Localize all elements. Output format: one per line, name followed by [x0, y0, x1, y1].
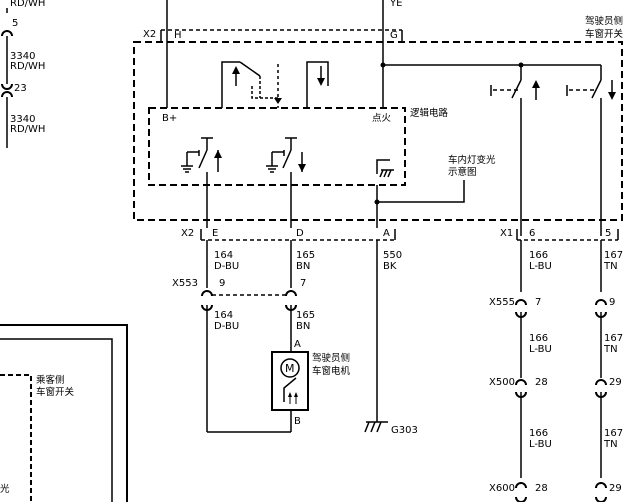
window-motor-box — [271, 351, 309, 411]
x553-pin-e: 9 — [219, 278, 225, 289]
pin-d: D — [296, 228, 304, 239]
connector-x555: X555 — [489, 297, 515, 308]
top-connector-x2: X2 — [143, 29, 156, 40]
top-wire-color-ye: YE — [389, 0, 402, 9]
bottom-connector-x1: X1 — [500, 228, 513, 239]
passenger-window-switch: 乘客侧 车窗开关 光 — [0, 324, 128, 502]
passenger-switch-label-line2: 车窗开关 — [36, 386, 75, 398]
motor-label-line1: 驾驶员侧 — [312, 352, 350, 364]
motor-pin-a: A — [294, 339, 301, 350]
wire-167b-number: 167 — [604, 333, 623, 344]
left-pin-b: 23 — [14, 83, 27, 94]
bottom-connector-x2: X2 — [181, 228, 194, 239]
logic-circuit-label: 逻辑电路 — [410, 107, 449, 119]
passenger-partial-text: 光 — [0, 483, 10, 495]
x500-pin-right: 29 — [609, 377, 622, 388]
driver-switch-title-line1: 驾驶员侧 — [585, 15, 623, 27]
driver-switch-title-line2: 车窗开关 — [585, 28, 624, 40]
wire-166-number: 166 — [529, 250, 548, 261]
left-top-wire-color: RD/WH — [10, 0, 45, 9]
left-wire-group: RD/WH 5 3340 RD/WH 23 3340 RD/WH — [1, 0, 45, 148]
wire-164-color: D-BU — [214, 261, 239, 272]
ground-g303: G303 — [391, 425, 418, 436]
wire-167-color: TN — [603, 261, 618, 272]
bottom-connectors: X2 E D A X1 6 5 — [181, 228, 619, 241]
wire-167b-color: TN — [603, 344, 618, 355]
right-wires: 166 L-BU 167 TN X555 7 9 166 L-BU 167 TN… — [489, 240, 623, 502]
x500-pin-left: 28 — [535, 377, 548, 388]
x600-pin-right: 29 — [609, 483, 622, 494]
x553-pin-d: 7 — [300, 278, 306, 289]
wire-165-color: BN — [296, 261, 310, 272]
motor-label-line2: 车窗电机 — [312, 365, 351, 377]
dome-lamp-label-line2: 示意图 — [448, 166, 477, 178]
wire-164-number: 164 — [214, 250, 233, 261]
passenger-switch-label-line1: 乘客侧 — [36, 374, 65, 386]
pin-g: G — [390, 30, 398, 41]
left-wire-b-number: 3340 — [10, 114, 35, 125]
dome-lamp-label-line1: 车内灯变光 — [448, 154, 496, 166]
wire-166c-number: 166 — [529, 428, 548, 439]
left-wire-a-color: RD/WH — [10, 61, 45, 72]
left-wire-b-color: RD/WH — [10, 124, 45, 135]
bplus-label: B+ — [162, 113, 177, 124]
pin-h: H — [174, 30, 182, 41]
wire-164b-number: 164 — [214, 310, 233, 321]
connector-x553: X553 — [172, 278, 198, 289]
x555-pin-left: 7 — [535, 297, 541, 308]
wire-167c-color: TN — [603, 439, 618, 450]
wire-164b-color: D-BU — [214, 321, 239, 332]
wire-167c-number: 167 — [604, 428, 623, 439]
top-wires: YE — [166, 0, 402, 30]
wire-166b-color: L-BU — [529, 344, 552, 355]
wire-550-color: BK — [383, 261, 397, 272]
ignition-label: 点火 — [372, 113, 392, 124]
wire-167-number: 167 — [604, 250, 623, 261]
wire-165b-color: BN — [296, 321, 310, 332]
wire-166b-number: 166 — [529, 333, 548, 344]
motor-symbol-icon — [280, 358, 300, 378]
pin-e: E — [212, 228, 218, 239]
driver-window-switch: 驾驶员侧 车窗开关 X2 H G — [133, 15, 624, 236]
wire-166c-color: L-BU — [529, 439, 552, 450]
wire-165-number: 165 — [296, 250, 315, 261]
motor-m: M — [285, 362, 295, 375]
x600-pin-left: 28 — [535, 483, 548, 494]
wire-165b-number: 165 — [296, 310, 315, 321]
pin-6: 6 — [529, 228, 535, 239]
pin-5: 5 — [605, 228, 611, 239]
connector-x600: X600 — [489, 483, 515, 494]
pin-a: A — [383, 228, 390, 239]
left-wire-a-number: 3340 — [10, 51, 35, 62]
wire-166-color: L-BU — [529, 261, 552, 272]
motor-pin-b: B — [294, 416, 301, 427]
x555-pin-right: 9 — [609, 297, 615, 308]
wire-550-number: 550 — [383, 250, 402, 261]
left-pin-a: 5 — [12, 18, 18, 29]
connector-x500: X500 — [489, 377, 515, 388]
motor-wires: 164 D-BU 165 BN 550 BK X553 9 7 164 D-BU… — [172, 240, 418, 436]
